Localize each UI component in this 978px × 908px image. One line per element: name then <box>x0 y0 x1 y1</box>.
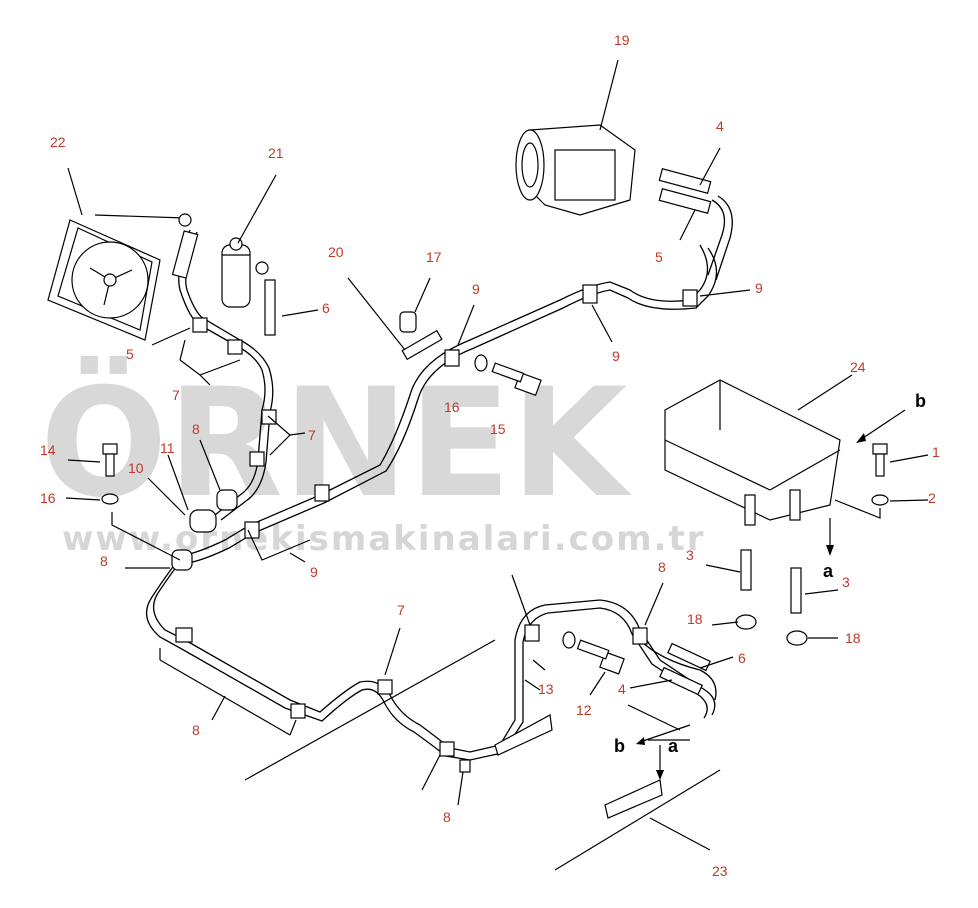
callout-3b: 3 <box>842 574 850 590</box>
callout-1: 1 <box>932 444 940 460</box>
callout-22: 22 <box>50 134 66 150</box>
callout-6: 6 <box>322 300 330 316</box>
hose-routing <box>145 195 733 761</box>
callout-7: 7 <box>172 387 180 403</box>
fasteners <box>101 311 889 696</box>
callout-labels: 1 2 3 3 4 4 5 5 6 6 7 7 7 8 8 8 8 8 9 9 … <box>40 32 940 879</box>
condenser-fan-assembly <box>47 213 199 341</box>
callout-4b: 4 <box>618 681 626 697</box>
callout-4: 4 <box>716 118 724 134</box>
callout-10: 10 <box>128 460 144 476</box>
callout-7b: 7 <box>308 427 316 443</box>
callout-16: 16 <box>444 399 460 415</box>
callout-18b: 18 <box>845 630 861 646</box>
callout-23: 23 <box>712 863 728 879</box>
callout-8c: 8 <box>192 722 200 738</box>
callout-18: 18 <box>687 611 703 627</box>
letter-b-bottom: b <box>614 736 625 756</box>
callout-8d: 8 <box>443 809 451 825</box>
watermark-brand: ÖRNEK <box>40 355 632 531</box>
reference-letters: a a b b <box>614 391 926 756</box>
callout-8e: 8 <box>658 559 666 575</box>
callout-21: 21 <box>268 145 284 161</box>
clamps <box>171 284 698 773</box>
callout-14: 14 <box>40 442 56 458</box>
callout-17: 17 <box>426 249 442 265</box>
callout-3: 3 <box>686 547 694 563</box>
letter-b-right: b <box>915 391 926 411</box>
air-conditioner-unit <box>664 379 841 526</box>
letter-a-bottom: a <box>668 736 679 756</box>
receiver-drier <box>221 237 276 336</box>
mounting-plate <box>244 639 721 871</box>
reference-arrows <box>636 409 906 780</box>
callout-24: 24 <box>850 359 866 375</box>
callout-9d: 9 <box>310 564 318 580</box>
callout-5: 5 <box>655 249 663 265</box>
callout-19: 19 <box>614 32 630 48</box>
letter-a-right: a <box>823 561 834 581</box>
callout-9b: 9 <box>755 280 763 296</box>
callout-11: 11 <box>160 440 175 456</box>
callout-20: 20 <box>328 244 344 260</box>
watermark-url: www.ornekismakinalari.com.tr <box>62 519 705 559</box>
callout-8b: 8 <box>100 553 108 569</box>
callout-9: 9 <box>472 281 480 297</box>
compressor <box>515 124 712 216</box>
callout-5b: 5 <box>126 346 134 362</box>
callout-2: 2 <box>928 490 936 506</box>
callout-8: 8 <box>192 421 200 437</box>
callout-16b: 16 <box>40 490 56 506</box>
callout-13: 13 <box>538 681 554 697</box>
leader-lines <box>65 59 929 851</box>
callout-15: 15 <box>490 421 506 437</box>
callout-7c: 7 <box>397 602 405 618</box>
callout-6b: 6 <box>738 650 746 666</box>
callout-12: 12 <box>576 702 592 718</box>
callout-9c: 9 <box>612 348 620 364</box>
